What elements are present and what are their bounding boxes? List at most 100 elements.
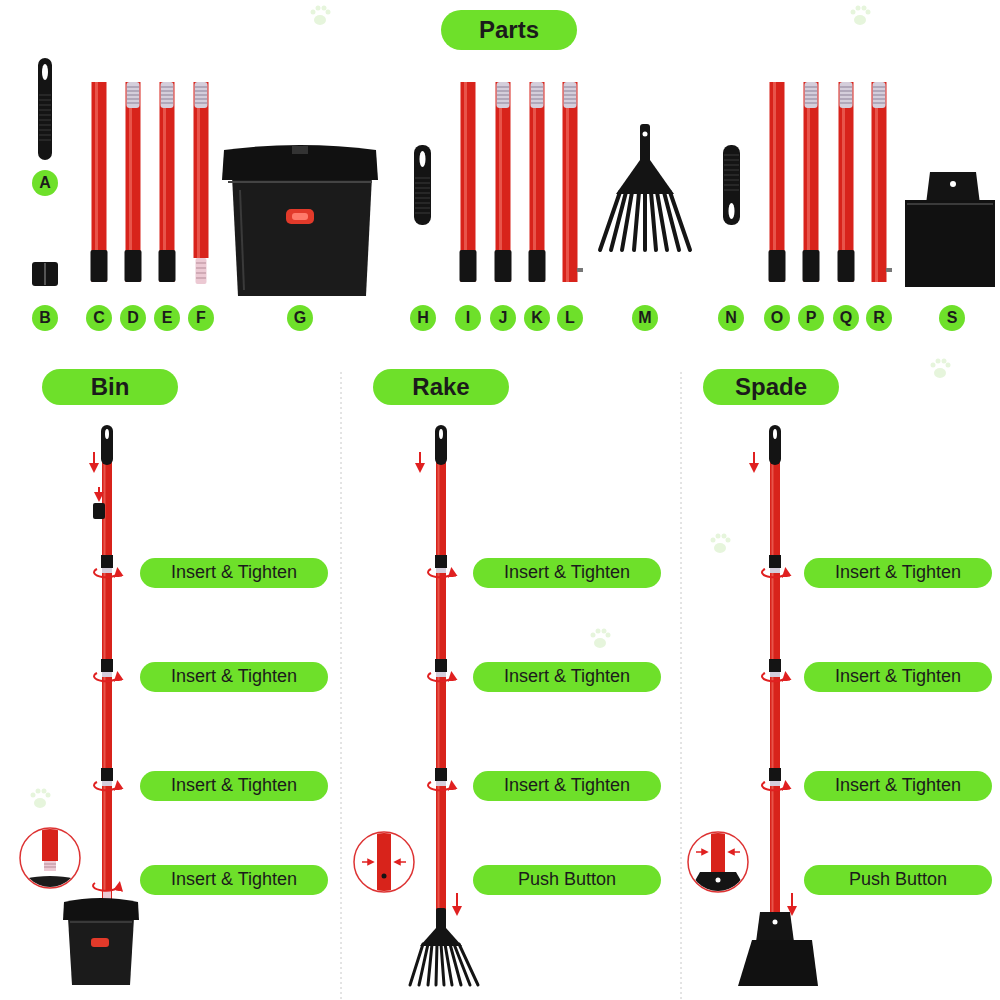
pole-part bbox=[769, 82, 786, 282]
assembled-pole bbox=[435, 425, 447, 910]
step-label-text: Push Button bbox=[518, 870, 616, 890]
part-letter-text: P bbox=[806, 309, 817, 327]
clip-part bbox=[32, 262, 58, 286]
detail-inset bbox=[684, 828, 752, 900]
handle-part bbox=[723, 145, 740, 225]
part-letter: S bbox=[939, 305, 965, 331]
part-letter-text: I bbox=[466, 309, 470, 327]
step-label: Insert & Tighten bbox=[804, 662, 992, 692]
rake-head-assembled bbox=[410, 908, 478, 985]
rake-head-part bbox=[600, 124, 690, 250]
part-letter-text: K bbox=[531, 309, 543, 327]
part-letter-text: J bbox=[499, 309, 508, 327]
part-letter: O bbox=[764, 305, 790, 331]
part-letter-text: C bbox=[93, 309, 105, 327]
step-label-text: Insert & Tighten bbox=[504, 667, 630, 687]
part-letter-text: F bbox=[196, 309, 206, 327]
pole-part bbox=[194, 82, 209, 284]
spade-part bbox=[905, 172, 995, 287]
pole-part bbox=[125, 82, 142, 282]
step-label: Insert & Tighten bbox=[473, 771, 661, 801]
step-label-text: Insert & Tighten bbox=[171, 563, 297, 583]
divider bbox=[341, 372, 681, 1000]
part-letter: I bbox=[455, 305, 481, 331]
section-heading: Parts bbox=[441, 10, 577, 50]
handle-part bbox=[38, 58, 52, 160]
step-label-text: Insert & Tighten bbox=[835, 667, 961, 687]
part-letter-text: H bbox=[417, 309, 429, 327]
step-label-text: Insert & Tighten bbox=[504, 776, 630, 796]
step-label: Insert & Tighten bbox=[473, 662, 661, 692]
arrow bbox=[420, 452, 457, 911]
part-letter: D bbox=[120, 305, 146, 331]
section-heading-text: Spade bbox=[735, 374, 807, 400]
step-label-text: Insert & Tighten bbox=[835, 776, 961, 796]
spade-assembled bbox=[738, 912, 818, 986]
pole-part bbox=[460, 82, 477, 282]
step-label: Insert & Tighten bbox=[140, 662, 328, 692]
part-letter-text: E bbox=[162, 309, 173, 327]
section-heading: Rake bbox=[373, 369, 509, 405]
part-letter-text: D bbox=[127, 309, 139, 327]
assembled-pole bbox=[769, 425, 781, 917]
section-heading-text: Parts bbox=[479, 17, 539, 43]
pole-part bbox=[872, 82, 893, 282]
step-label: Insert & Tighten bbox=[473, 558, 661, 588]
step-label: Insert & Tighten bbox=[804, 558, 992, 588]
part-letter-text: A bbox=[39, 174, 51, 192]
section-heading-text: Bin bbox=[91, 374, 130, 400]
part-letter: E bbox=[154, 305, 180, 331]
part-letter-text: G bbox=[294, 309, 306, 327]
bin-part bbox=[222, 145, 378, 296]
step-label: Insert & Tighten bbox=[804, 771, 992, 801]
section-heading: Spade bbox=[703, 369, 839, 405]
part-letter: M bbox=[632, 305, 658, 331]
part-letter-text: L bbox=[565, 309, 575, 327]
pole-part bbox=[159, 82, 176, 282]
step-label: Insert & Tighten bbox=[140, 558, 328, 588]
part-letter: K bbox=[524, 305, 550, 331]
detail-inset bbox=[16, 825, 84, 894]
pole-part bbox=[91, 82, 108, 282]
part-letter: C bbox=[86, 305, 112, 331]
step-label-text: Insert & Tighten bbox=[171, 667, 297, 687]
part-letter-text: Q bbox=[840, 309, 852, 327]
section-heading-text: Rake bbox=[412, 374, 469, 400]
pole-part bbox=[495, 82, 512, 282]
step-label-text: Insert & Tighten bbox=[171, 776, 297, 796]
bin-assembled bbox=[63, 898, 139, 985]
detail-inset bbox=[354, 828, 414, 898]
part-letter: N bbox=[718, 305, 744, 331]
pole-part bbox=[563, 82, 584, 282]
part-letter-text: R bbox=[873, 309, 885, 327]
part-letter: Q bbox=[833, 305, 859, 331]
part-letter-text: S bbox=[947, 309, 958, 327]
pole-part bbox=[529, 82, 546, 282]
step-label: Insert & Tighten bbox=[140, 771, 328, 801]
part-letter: P bbox=[798, 305, 824, 331]
pole-part bbox=[838, 82, 855, 282]
part-letter: H bbox=[410, 305, 436, 331]
pole-part bbox=[803, 82, 820, 282]
step-label-text: Push Button bbox=[849, 870, 947, 890]
part-letter: G bbox=[287, 305, 313, 331]
assembled-pole bbox=[93, 425, 113, 902]
step-label: Push Button bbox=[804, 865, 992, 895]
step-label-text: Insert & Tighten bbox=[171, 870, 297, 890]
part-letter-text: N bbox=[725, 309, 737, 327]
part-letter-text: B bbox=[39, 309, 51, 327]
part-letter: F bbox=[188, 305, 214, 331]
part-letter-text: O bbox=[771, 309, 783, 327]
arrow bbox=[754, 452, 792, 911]
part-letter: R bbox=[866, 305, 892, 331]
step-label-text: Insert & Tighten bbox=[504, 563, 630, 583]
step-label-text: Insert & Tighten bbox=[835, 563, 961, 583]
part-letter: A bbox=[32, 170, 58, 196]
part-letter: L bbox=[557, 305, 583, 331]
step-label: Insert & Tighten bbox=[140, 865, 328, 895]
section-heading: Bin bbox=[42, 369, 178, 405]
part-letter: B bbox=[32, 305, 58, 331]
arrow bbox=[93, 452, 119, 891]
